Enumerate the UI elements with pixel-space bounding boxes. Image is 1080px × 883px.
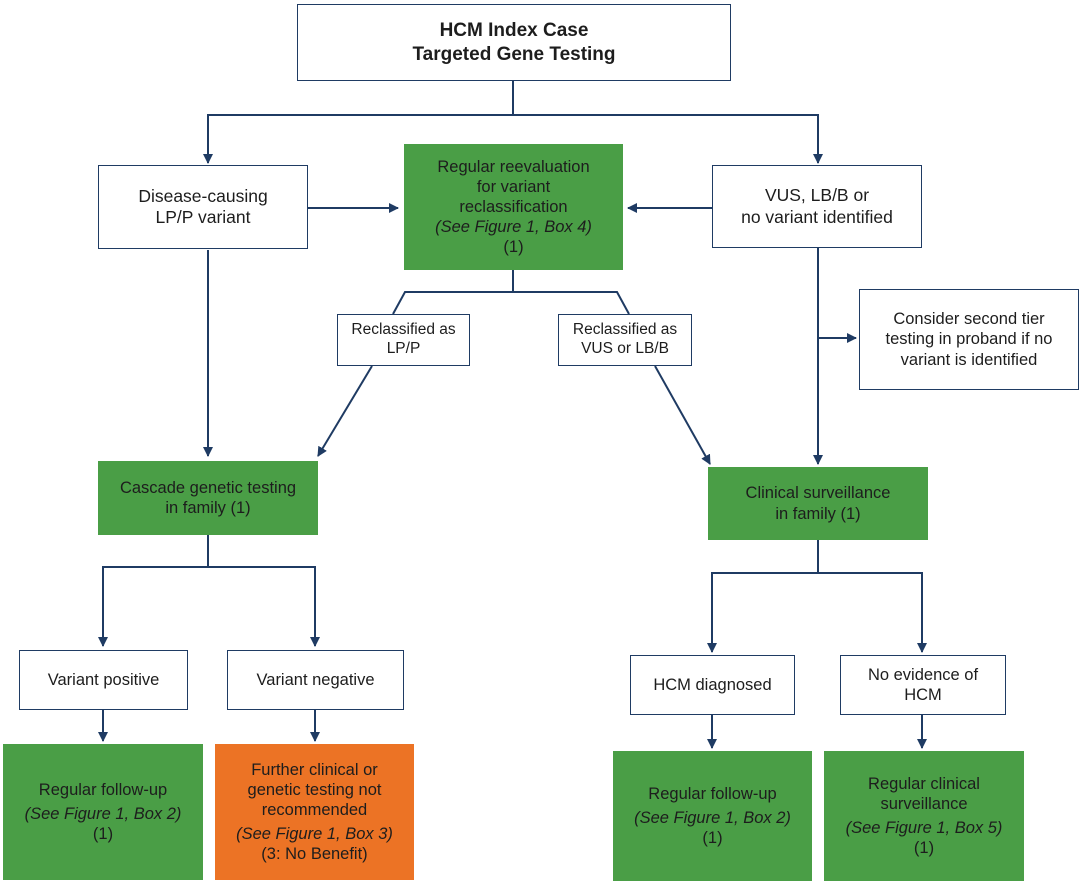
followup-right-line1: Regular follow-up [648,784,777,803]
cascade-line2: in family (1) [165,499,251,517]
cascade-line1: Cascade genetic testing [119,478,297,497]
vus-box: VUS, LB/B or no variant identified [712,165,922,248]
followup-right-ref: (See Figure 1, Box 2) [634,808,791,827]
further-testing-ref: (See Figure 1, Box 3) [236,825,393,844]
connector-surveillance-split [707,540,819,653]
connector-index-split [203,80,514,164]
variant-positive-line1: Variant positive [47,670,160,689]
variant-positive-box: Variant positive [19,650,188,710]
connector-reclass-vus-to-surveillance [654,365,711,465]
clinical-surveillance-line1: Clinical surveillance [745,484,891,503]
reclassified-lpp-line1: Reclassified as [351,321,456,339]
regular-clinical-line1: Regular clinical [868,774,980,793]
cascade-testing-box: Cascade genetic testing in family (1) [98,461,318,535]
followup-left-cor: (1) [92,825,114,844]
regular-clinical-cor: (1) [913,839,935,858]
reevaluation-cor: (1) [503,238,524,257]
variant-negative-line1: Variant negative [256,670,375,689]
variant-negative-box: Variant negative [227,650,404,710]
connector-index-to-vus [513,114,823,164]
further-testing-box: Further clinical or genetic testing not … [215,744,414,880]
regular-clinical-box: Regular clinical surveillance (See Figur… [824,751,1024,881]
reclassified-lpp-line2: LP/P [386,340,421,357]
connector-cascade-split [98,535,209,647]
second-tier-line1: Consider second tier [893,310,1045,329]
reevaluation-ref: (See Figure 1, Box 4) [435,218,592,237]
followup-left-ref: (See Figure 1, Box 2) [24,804,182,823]
followup-left-box: Regular follow-up (See Figure 1, Box 2) … [3,744,203,880]
reevaluation-box: Regular reevaluation for variant reclass… [404,144,623,270]
connector-surveillance-to-no-evidence [818,572,927,653]
second-tier-line2: testing in proband if no [885,330,1053,349]
connector-reeval-split [392,270,514,315]
connector-cascade-to-negative [208,566,320,647]
reevaluation-line2: for variant [476,177,551,196]
reclassified-vus-line2: VUS or LB/B [581,340,669,357]
connector-reclass-lpp-to-cascade [317,365,373,457]
index-case-line1: HCM Index Case [439,20,589,42]
followup-left-line1: Regular follow-up [38,780,168,799]
index-case-line2: Targeted Gene Testing [412,43,616,65]
followup-right-cor: (1) [702,829,723,848]
reevaluation-line3: reclassification [459,197,568,216]
vus-line2: no variant identified [741,206,893,227]
reclassified-vus-box: Reclassified as VUS or LB/B [558,314,692,366]
further-testing-cor: (3: No Benefit) [261,845,368,864]
regular-clinical-ref: (See Figure 1, Box 5) [845,819,1003,837]
no-evidence-line2: HCM [904,686,942,704]
disease-causing-box: Disease-causing LP/P variant [98,165,308,249]
second-tier-box: Consider second tier testing in proband … [859,289,1079,390]
reevaluation-line1: Regular reevaluation [437,157,590,176]
reclassified-lpp-box: Reclassified as LP/P [337,314,470,366]
regular-clinical-line2: surveillance [880,794,968,813]
second-tier-line3: variant is identified [900,350,1038,369]
connector-reeval-split-right [513,291,630,315]
further-testing-line3: recommended [261,800,368,819]
no-evidence-line1: No evidence of [867,665,979,684]
reclassified-vus-line1: Reclassified as [572,321,678,339]
no-evidence-box: No evidence of HCM [840,655,1006,715]
clinical-surveillance-box: Clinical surveillance in family (1) [708,467,928,540]
hcm-diagnosed-line1: HCM diagnosed [653,675,772,694]
index-case-box: HCM Index Case Targeted Gene Testing [297,4,731,81]
clinical-surveillance-line2: in family (1) [775,504,861,523]
hcm-diagnosed-box: HCM diagnosed [630,655,795,715]
vus-line1: VUS, LB/B or [764,185,870,206]
further-testing-line1: Further clinical or [251,760,378,779]
followup-right-box: Regular follow-up (See Figure 1, Box 2) … [613,751,812,881]
disease-causing-line1: Disease-causing [138,185,268,206]
disease-causing-line2: LP/P variant [155,207,251,227]
further-testing-line2: genetic testing not [247,780,382,799]
